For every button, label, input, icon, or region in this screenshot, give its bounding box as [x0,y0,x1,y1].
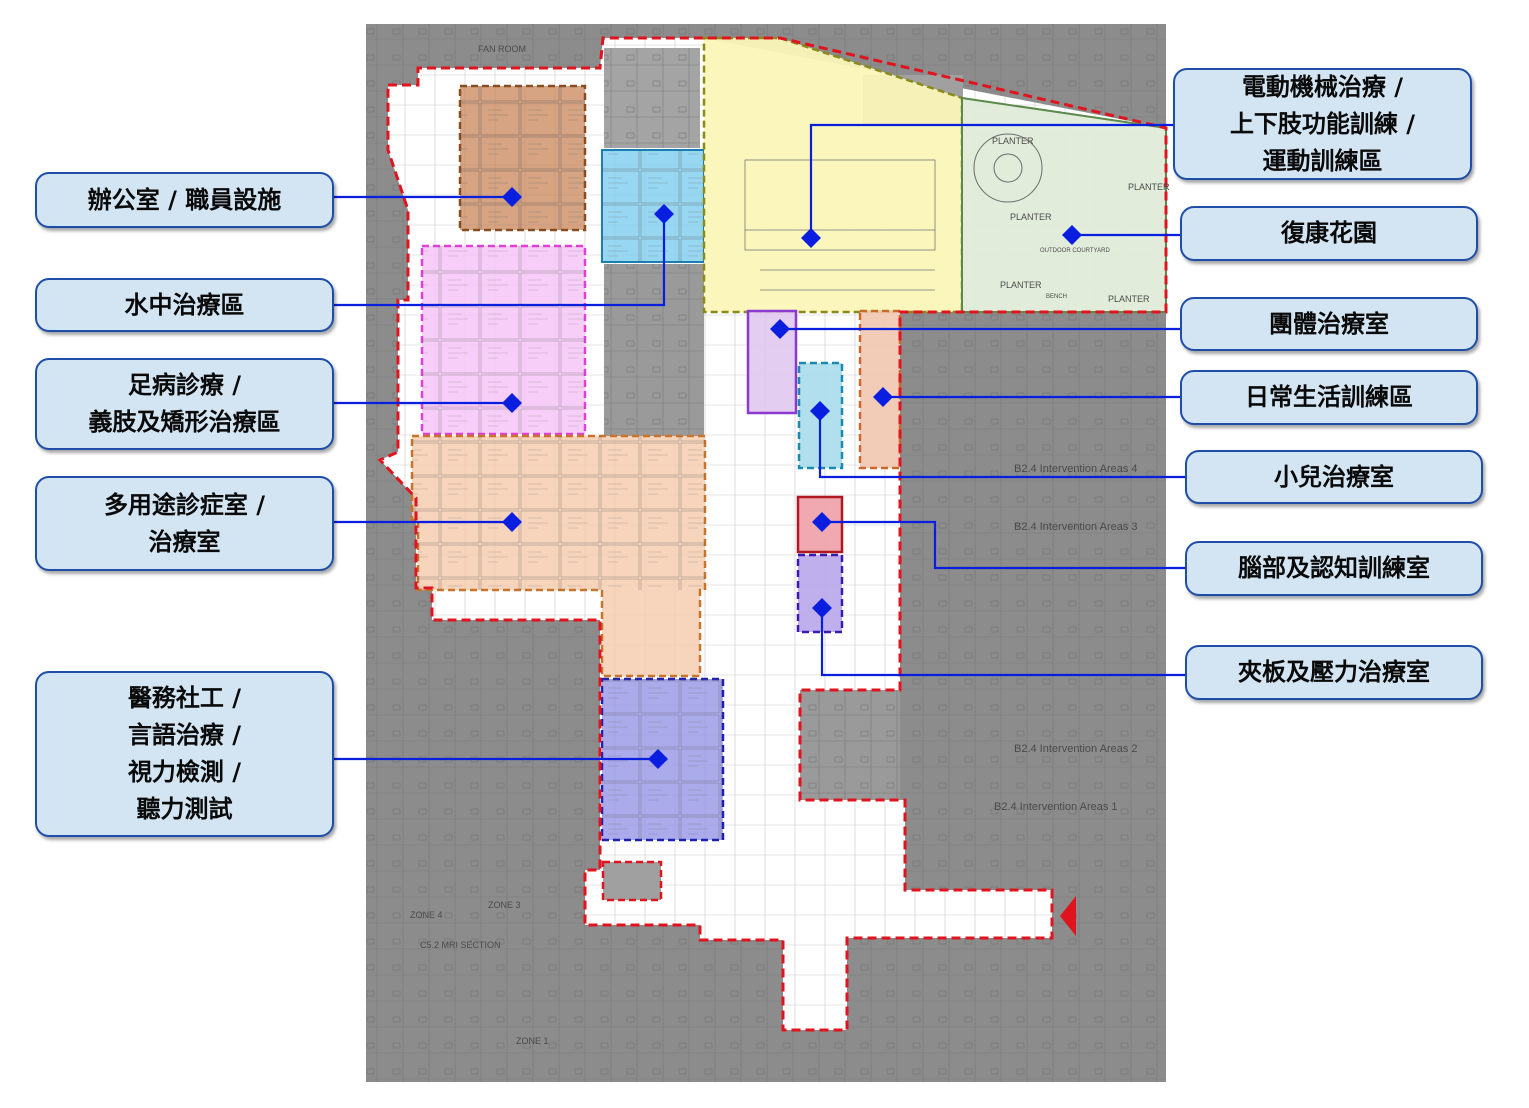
marker-multipurpose-icon [502,512,522,532]
label-social-work: 醫務社工 / 言語治療 / 視力檢測 / 聽力測試 [35,671,334,837]
marker-social-work-icon [648,749,668,769]
plan-text-zone-1: ZONE 1 [516,1036,549,1046]
zone-group-therapy [746,309,798,415]
label-line: 電動機械治療 / [1241,72,1404,101]
label-line: 腦部及認知訓練室 [1238,554,1430,582]
label-podiatry: 足病診療 / 義肢及矯形治療區 [35,358,334,450]
marker-paediatric-icon [810,401,830,421]
marker-office-icon [502,187,522,207]
marker-podiatry-icon [502,393,522,413]
markers [502,187,1082,769]
label-motor-training: 電動機械治療 / 上下肢功能訓練 / 運動訓練區 [1173,68,1472,180]
leader-splint [820,608,1185,677]
label-line: 運動訓練區 [1262,146,1383,175]
label-line: 多用途診症室 / [103,490,266,519]
plan-text-planter-3: PLANTER [1128,182,1170,192]
zone-splint [796,553,844,634]
leader-hydrotherapy [334,214,666,307]
label-multipurpose: 多用途診症室 / 治療室 [35,476,334,571]
label-line: 團體治療室 [1269,309,1389,338]
label-line: 言語治療 / [127,721,242,749]
label-line: 醫務社工 / [127,684,242,712]
label-line: 水中治療區 [124,290,245,319]
label-line: 日常生活訓練區 [1245,383,1413,411]
leader-paediatric [818,411,1185,479]
entrance-arrow-icon [1060,896,1076,936]
label-line: 治療室 [148,527,221,556]
plan-text-intervention-1: B2.4 Intervention Areas 1 [994,801,1118,813]
plan-text-fan-room: FAN ROOM [478,44,526,54]
leader-lines [334,123,1185,761]
plan-text-bench: BENCH [1046,294,1067,300]
label-line: 足病診療 / [127,371,242,399]
plan-text-zone-4: ZONE 4 [410,910,443,920]
marker-hydrotherapy-icon [654,204,674,224]
label-line: 小兒治療室 [1274,462,1394,491]
label-line: 復康花園 [1281,219,1377,247]
zone-small-room [601,860,663,902]
marker-splint-icon [812,598,832,618]
plan-text-mri: C5.2 MRI SECTION [420,940,501,950]
leader-motor-training [809,123,1175,238]
zone-adl [858,309,902,470]
label-line: 上下肢功能訓練 / [1229,109,1416,138]
plan-text-intervention-3: B2.4 Intervention Areas 3 [1014,521,1138,533]
leader-cognitive [822,520,1185,570]
label-cognitive: 腦部及認知訓練室 [1185,541,1483,596]
label-paediatric: 小兒治療室 [1185,450,1483,504]
marker-motor-training-icon [801,228,821,248]
zone-garden [961,96,1167,313]
label-garden: 復康花園 [1180,206,1478,261]
plan-text-planter-1: PLANTER [992,136,1034,146]
label-line: 義肢及矯形治療區 [88,408,281,436]
label-adl: 日常生活訓練區 [1180,370,1478,425]
label-line: 視力檢測 / [127,758,242,786]
label-splint: 夾板及壓力治療室 [1185,645,1483,700]
plan-text-courtyard: OUTDOOR COURTYARD [1040,248,1110,254]
plan-text-zone-3: ZONE 3 [488,900,521,910]
label-hydrotherapy: 水中治療區 [35,278,334,332]
marker-group-therapy-icon [770,319,790,339]
label-line: 聽力測試 [136,795,233,823]
plan-text-planter-4: PLANTER [1000,280,1042,290]
plan-text-intervention-2: B2.4 Intervention Areas 2 [1014,743,1138,755]
plan-text-planter-2: PLANTER [1010,212,1052,222]
label-line: 辦公室 / 職員設施 [87,185,282,214]
label-office: 辦公室 / 職員設施 [35,172,334,228]
plan-text-planter-5: PLANTER [1108,294,1150,304]
label-group-therapy: 團體治療室 [1180,297,1478,351]
marker-adl-icon [873,387,893,407]
label-line: 夾板及壓力治療室 [1238,658,1430,686]
plan-text-intervention-4: B2.4 Intervention Areas 4 [1014,463,1138,475]
marker-cognitive-icon [812,512,832,532]
marker-garden-icon [1062,225,1082,245]
